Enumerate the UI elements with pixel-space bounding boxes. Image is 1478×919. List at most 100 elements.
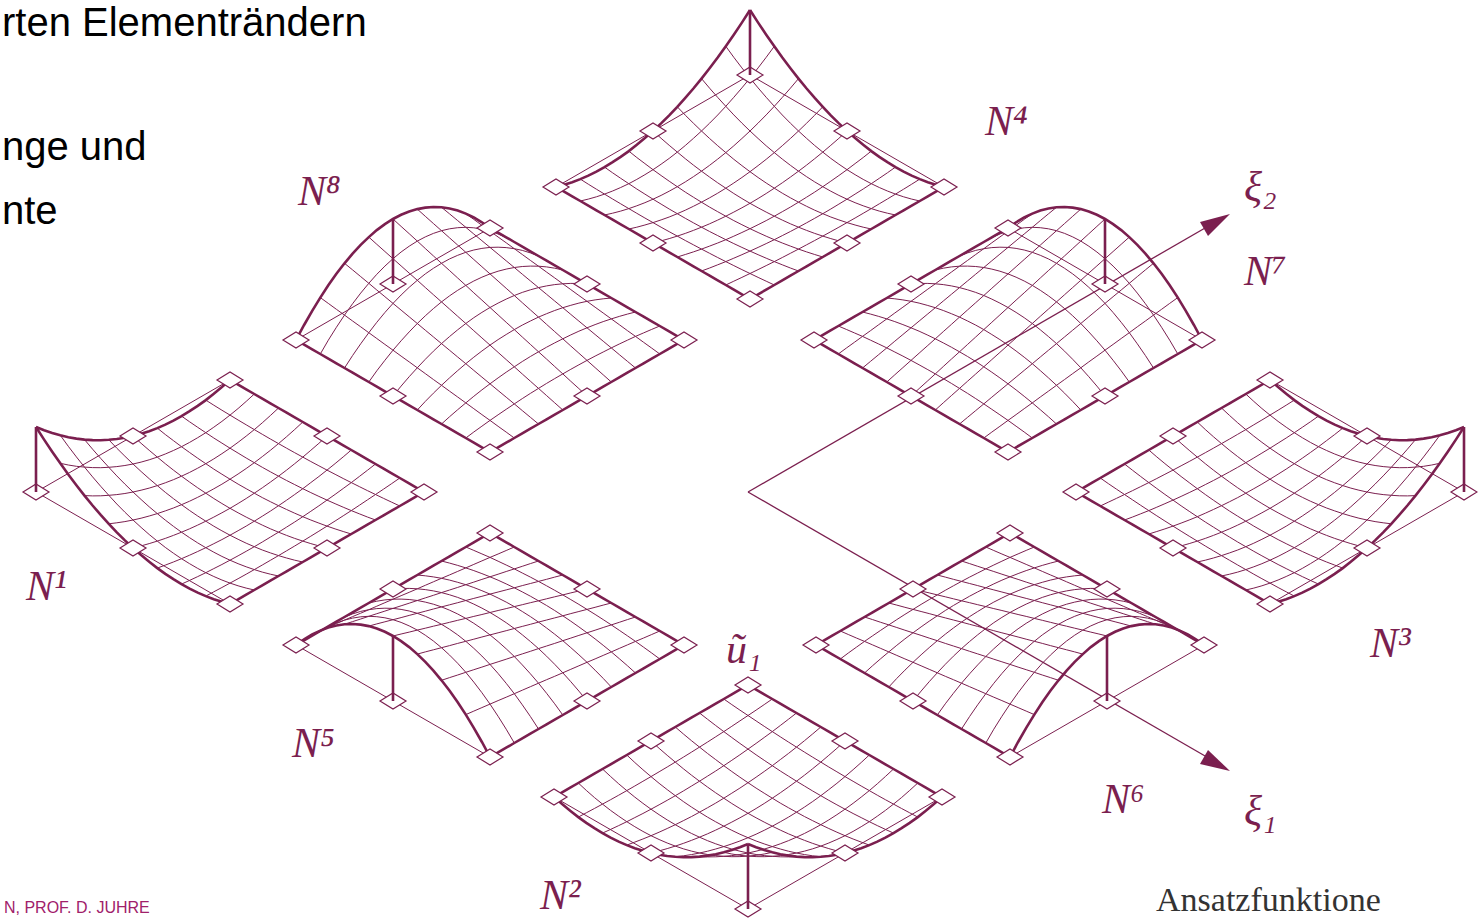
slide-text: rten Elementrändern	[2, 2, 367, 42]
node-marker	[574, 276, 600, 292]
node-marker	[217, 372, 243, 388]
mesh-line	[984, 227, 1178, 354]
node-value-stick	[392, 636, 395, 701]
node-value-stick	[749, 10, 752, 75]
node-marker	[997, 525, 1023, 541]
mesh-line	[984, 298, 1178, 438]
mesh-line	[1197, 440, 1391, 562]
mesh-line	[296, 340, 490, 452]
mesh-line	[887, 298, 1081, 410]
mesh-line	[1222, 408, 1416, 496]
node-marker	[477, 525, 503, 541]
base-plane	[36, 380, 424, 604]
base-plane	[1076, 380, 1464, 604]
mesh-line	[1222, 440, 1416, 576]
node-marker	[803, 637, 829, 653]
mesh-line	[490, 340, 684, 452]
node-marker	[900, 693, 926, 709]
mesh-line	[320, 227, 514, 354]
mesh-line	[1173, 436, 1367, 548]
mesh-line	[296, 207, 490, 340]
function-label: N³	[1370, 622, 1411, 664]
shape-function-surface	[803, 525, 1217, 765]
node-marker	[411, 484, 437, 500]
mesh-line	[580, 179, 774, 285]
mesh-line	[675, 727, 869, 845]
node-marker	[380, 388, 406, 404]
function-label: N²	[540, 874, 581, 916]
mesh-line	[182, 464, 376, 584]
mesh-line	[490, 228, 684, 340]
node-marker	[574, 693, 600, 709]
mesh-line	[889, 575, 1083, 687]
mesh-line	[838, 326, 1032, 438]
mesh-line	[816, 533, 1010, 645]
dof-label: ũ₁	[726, 628, 762, 670]
mesh-line	[1010, 624, 1204, 757]
mesh-line	[182, 416, 376, 520]
mesh-line	[393, 588, 587, 701]
node-marker	[900, 581, 926, 597]
node-marker	[997, 749, 1023, 765]
mesh-line	[206, 400, 400, 506]
mesh-line	[442, 312, 636, 424]
node-marker	[735, 677, 761, 693]
shape-function-surface	[283, 525, 697, 765]
mesh-line	[935, 266, 1129, 382]
xi2-arrowhead	[1200, 214, 1230, 236]
mesh-line	[1010, 533, 1204, 645]
node-value-stick	[1106, 636, 1109, 701]
node-marker	[1160, 540, 1186, 556]
mesh-line	[1008, 340, 1202, 452]
mesh-line	[814, 228, 1008, 340]
mesh-line	[962, 561, 1156, 624]
function-label: N⁶	[1102, 778, 1145, 820]
node-marker	[737, 291, 763, 307]
mesh-line	[1246, 394, 1440, 468]
function-label: N⁸	[298, 170, 341, 212]
node-marker	[801, 332, 827, 348]
node-marker	[283, 332, 309, 348]
node-marker	[217, 596, 243, 612]
mesh-line	[651, 741, 845, 853]
mesh-line	[700, 713, 894, 833]
mesh-line	[442, 207, 636, 368]
mesh-line	[466, 214, 660, 354]
mesh-line	[986, 547, 1180, 631]
mesh-line	[206, 478, 400, 596]
node-marker	[380, 581, 406, 597]
mesh-line	[675, 755, 869, 857]
mesh-line	[442, 561, 636, 673]
mesh-line	[814, 340, 1008, 452]
mesh-line	[605, 79, 799, 215]
mesh-line	[1100, 400, 1294, 506]
node-marker	[834, 123, 860, 139]
mesh-line	[320, 616, 514, 743]
node-marker	[120, 428, 146, 444]
node-value-stick	[747, 844, 750, 909]
mesh-line	[466, 631, 660, 715]
node-marker	[120, 540, 146, 556]
node-marker	[1063, 484, 1089, 500]
mesh-line	[913, 588, 1107, 701]
node-marker	[640, 123, 666, 139]
mesh-line	[417, 603, 611, 654]
xi1-arrowhead	[1200, 750, 1230, 771]
node-marker	[1160, 428, 1186, 444]
mesh-line	[911, 219, 1105, 396]
slide-text: nte	[2, 190, 58, 230]
mesh-line	[726, 46, 920, 201]
mesh-line	[466, 547, 660, 659]
mesh-line	[466, 326, 660, 438]
shape-function-surface	[543, 10, 957, 307]
mesh-line	[1100, 478, 1294, 596]
node-marker	[1354, 428, 1380, 444]
node-marker	[477, 220, 503, 236]
node-marker	[477, 749, 503, 765]
mesh-line	[627, 755, 821, 857]
shape-function-surface	[283, 207, 697, 460]
mesh-line	[726, 179, 920, 285]
node-marker	[1257, 596, 1283, 612]
function-label: N¹	[26, 565, 67, 607]
